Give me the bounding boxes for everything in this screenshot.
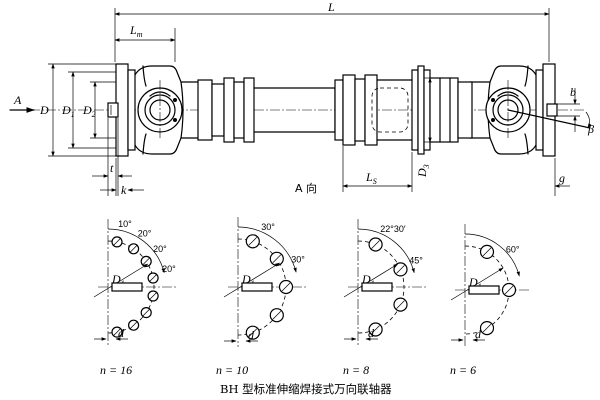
dimension-D3-label: D3	[415, 164, 431, 178]
dimension-D-label: D	[39, 103, 49, 117]
pattern-n-label: n = 16	[100, 363, 132, 377]
pattern-d-label: d	[368, 326, 375, 340]
telescopic-spline-sleeve	[334, 65, 459, 155]
pattern-angle-label: 45°	[409, 255, 423, 265]
pattern-n-label: n = 6	[450, 363, 476, 377]
pattern-n-label: n = 8	[343, 363, 369, 377]
pattern-angle-label: 10°	[118, 219, 132, 229]
flange-pattern-n6: D1d60°n = 6	[450, 224, 531, 377]
pattern-angle-label: 30°	[291, 255, 305, 265]
flange-pattern-n10: D1d30°30°n = 10	[216, 217, 308, 377]
pattern-angle-label: 20°	[138, 228, 152, 238]
pattern-angle-label: 30°	[261, 222, 275, 232]
left-flange	[107, 63, 136, 157]
dimension-Lm-label: Lm	[129, 23, 143, 39]
pattern-d-label: d	[118, 326, 125, 340]
dimension-k-label: k	[121, 183, 127, 197]
dimension-t-label: t	[110, 161, 114, 175]
dimension-g-label: g	[559, 171, 565, 185]
pattern-angle-label: 60°	[506, 245, 520, 255]
pattern-angle-label: 22°30′	[380, 224, 406, 234]
flange-pattern-n8: D1d22°30′45°n = 8	[343, 219, 426, 377]
main-view: L Lm	[9, 0, 594, 197]
flange-pattern-n16: D1d10°20°20°20°n = 16	[93, 219, 176, 377]
right-flange	[507, 63, 591, 157]
dimension-D2-label: D2	[82, 103, 96, 119]
angle-beta-label: β	[587, 122, 594, 136]
pattern-d-label: d	[248, 328, 255, 342]
figure-caption: BH 型标准伸缩焊接式万向联轴器	[220, 382, 392, 396]
view-a-label: A 向	[295, 181, 317, 195]
dimension-L-label: L	[327, 0, 335, 14]
pattern-d-label: d	[475, 327, 482, 341]
pattern-angle-label: 20°	[153, 244, 167, 254]
left-key	[107, 102, 119, 118]
left-universal-joint	[134, 65, 199, 155]
dimension-b-label: b	[570, 85, 576, 99]
view-arrow-A-label: A	[13, 93, 22, 107]
flange-patterns: D1d10°20°20°20°n = 16D1d30°30°n = 10D1d2…	[93, 217, 531, 377]
pattern-angle-label: 20°	[162, 264, 176, 274]
dimension-Ls-label: LS	[365, 170, 377, 186]
dimension-D1-label: D1	[61, 103, 75, 119]
left-shaft	[197, 77, 336, 143]
right-universal-joint	[457, 65, 537, 155]
pattern-n-label: n = 10	[216, 363, 248, 377]
right-key	[546, 103, 558, 117]
